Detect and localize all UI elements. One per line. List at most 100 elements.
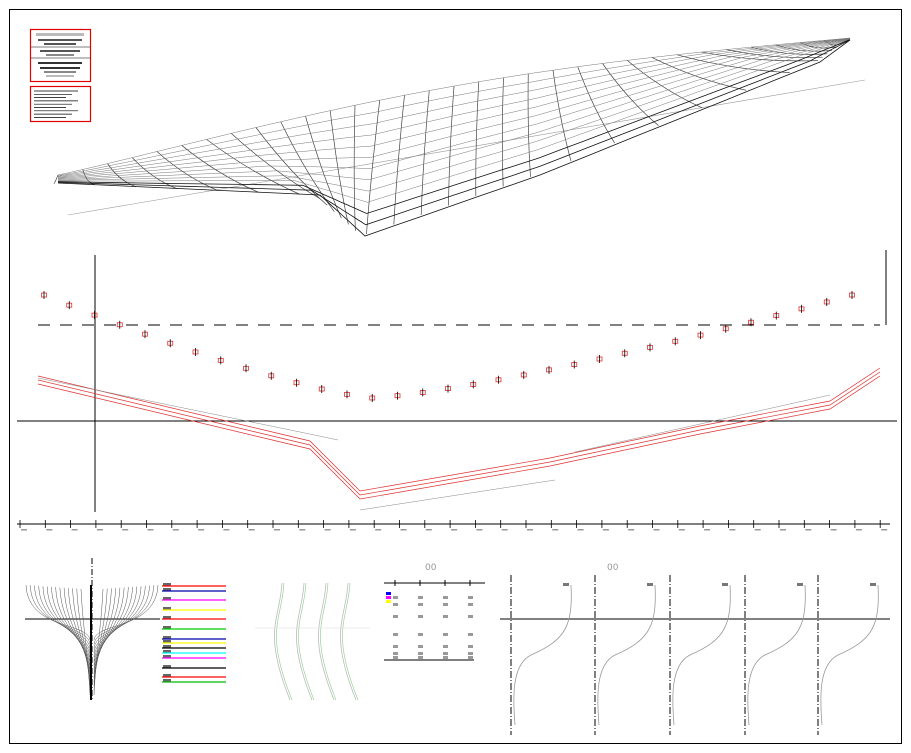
table-cell: [393, 645, 398, 648]
section-sketch-offset: [320, 582, 337, 701]
scale-tick-label: [704, 529, 711, 531]
scale-tick-label: [122, 529, 129, 531]
hull-rib: [366, 100, 381, 235]
frame-label: [563, 583, 569, 586]
hull-rib: [280, 121, 335, 212]
table-cell: [393, 656, 398, 659]
section-sketch-offset: [342, 582, 359, 701]
dimension-line: [574, 394, 831, 453]
section-sketch: [318, 582, 335, 701]
hull-waterline: [57, 38, 851, 180]
hull-rib: [231, 133, 321, 200]
legend-label: [163, 626, 171, 629]
table-cell: [468, 603, 473, 606]
section-curve-right: [93, 587, 125, 674]
hull-rib: [527, 73, 531, 177]
table-cell: [443, 656, 448, 659]
scale-tick-label: [577, 529, 584, 531]
section-curve-right: [93, 585, 146, 653]
table-color-swatch: [386, 596, 391, 599]
section-label-2: 00: [607, 563, 619, 573]
frame-label: [722, 583, 728, 586]
scale-tick-label: [805, 529, 812, 531]
hull-waterline: [57, 39, 851, 214]
section-sketches: [255, 582, 370, 701]
section-curve-right: [93, 588, 112, 687]
scale-tick-label: [780, 529, 786, 531]
scale-tick-label: [678, 529, 685, 531]
table-cell: [418, 603, 423, 606]
table-cell: [393, 596, 398, 599]
legend-label: [163, 679, 171, 682]
frame-section-panels: [500, 575, 890, 735]
hull-rib: [448, 86, 455, 206]
body-plan: [25, 558, 160, 700]
scale-tick-label: [527, 529, 533, 531]
scale-tick-label: [400, 529, 407, 531]
hull-profile-line: [37, 371, 881, 496]
section-curve-left: [59, 587, 91, 674]
scale-tick-label: [248, 529, 255, 531]
legend-label: [163, 655, 171, 658]
scale-tick-label: [754, 529, 761, 531]
scale-tick-label: [881, 529, 888, 531]
scale-tick-label: [274, 529, 280, 531]
section-sketch-offset: [298, 582, 315, 701]
table-cell: [468, 615, 473, 618]
table-cell: [393, 633, 398, 636]
section-curve-left: [42, 586, 91, 657]
scale-tick-label: [552, 529, 559, 531]
legend-label: [163, 640, 171, 643]
table-color-swatch: [386, 592, 391, 595]
scale-tick-label: [855, 529, 862, 531]
table-cell: [468, 645, 473, 648]
legend-label: [163, 588, 171, 591]
scale-tick-label: [375, 529, 382, 531]
frame-section-curve: [597, 584, 656, 726]
scale-tick-label: [46, 529, 53, 531]
table-cell: [393, 603, 398, 606]
hull-waterline: [57, 38, 851, 178]
hull-rib: [53, 174, 59, 184]
table-cell: [468, 656, 473, 659]
section-curve-right: [93, 586, 142, 657]
waterline-legend: [162, 583, 226, 683]
scale-tick-label: [501, 529, 508, 531]
table-cell: [443, 615, 448, 618]
scale-tick-label: [172, 529, 179, 531]
table-cell: [443, 596, 448, 599]
hull-waterline: [57, 38, 851, 181]
table-cell: [468, 596, 473, 599]
profile-view: [17, 250, 897, 512]
hull-waterline: [57, 38, 851, 178]
hull-rib: [577, 66, 616, 144]
section-curve-right: [93, 586, 133, 666]
hull-rib: [420, 90, 430, 216]
scale-tick-label: [729, 529, 736, 531]
section-sketch: [274, 582, 291, 701]
legend-label: [163, 597, 171, 600]
table-cell: [443, 652, 448, 655]
hull-perspective-view: [53, 37, 866, 237]
scale-tick-label: [198, 529, 205, 531]
title-block: [29, 28, 92, 123]
table-cell: [393, 615, 398, 618]
table-cell: [468, 633, 473, 636]
section-curve-left: [63, 587, 91, 679]
table-cell: [393, 652, 398, 655]
scale-tick-label: [96, 529, 103, 531]
section-curve-left: [46, 586, 91, 662]
table-color-swatch: [386, 600, 391, 603]
hull-profile-line: [37, 367, 881, 492]
legend-label: [163, 607, 171, 610]
hull-rib: [329, 110, 349, 225]
table-cell: [418, 645, 423, 648]
section-curve-left: [80, 588, 91, 696]
section-curve-right: [93, 587, 121, 679]
dimension-line: [37, 377, 339, 441]
section-curve-left: [55, 587, 91, 670]
frame-section-curve: [747, 584, 806, 726]
scale-tick-label: [299, 529, 306, 531]
legend-label: [163, 674, 171, 677]
